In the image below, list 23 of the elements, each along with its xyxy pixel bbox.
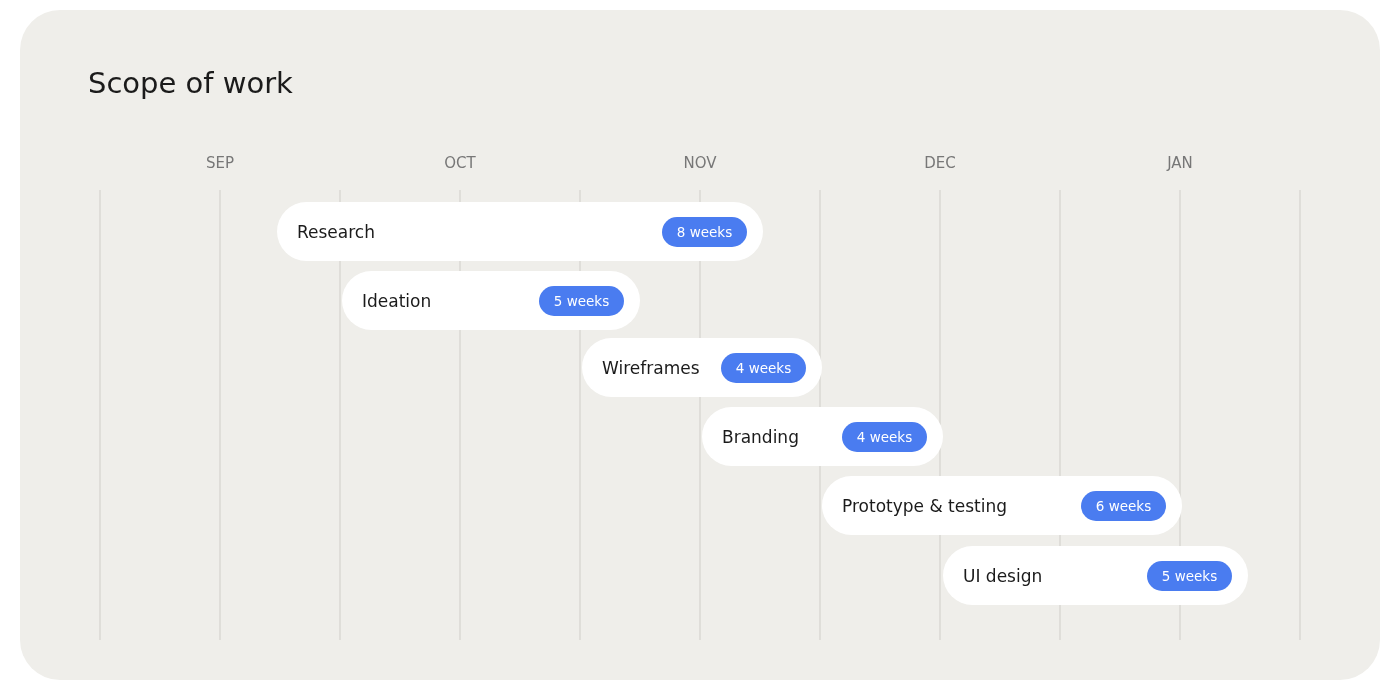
duration-pill: 8 weeks [662, 216, 747, 247]
duration-pill: 6 weeks [1081, 490, 1166, 521]
task-name: Wireframes [602, 357, 700, 378]
task-bar [822, 476, 1182, 535]
task-name: UI design [963, 565, 1043, 586]
month-label: DEC [924, 154, 956, 172]
task-name: Research [297, 221, 375, 242]
chart-title: Scope of work [88, 66, 293, 100]
month-label: OCT [444, 154, 476, 172]
task-bar [943, 546, 1248, 605]
task-bar [342, 271, 640, 330]
duration-pill: 5 weeks [1147, 560, 1232, 591]
task-name: Ideation [362, 290, 432, 311]
task-bar [582, 338, 822, 397]
month-label: SEP [206, 154, 234, 172]
duration-pill: 4 weeks [721, 352, 806, 383]
duration-pill: 4 weeks [842, 421, 927, 452]
task-name: Prototype & testing [842, 495, 1007, 516]
task-bar [702, 407, 943, 466]
month-label: JAN [1167, 154, 1193, 172]
duration-pill: 5 weeks [539, 285, 624, 316]
task-name: Branding [722, 426, 799, 447]
month-label: NOV [683, 154, 717, 172]
